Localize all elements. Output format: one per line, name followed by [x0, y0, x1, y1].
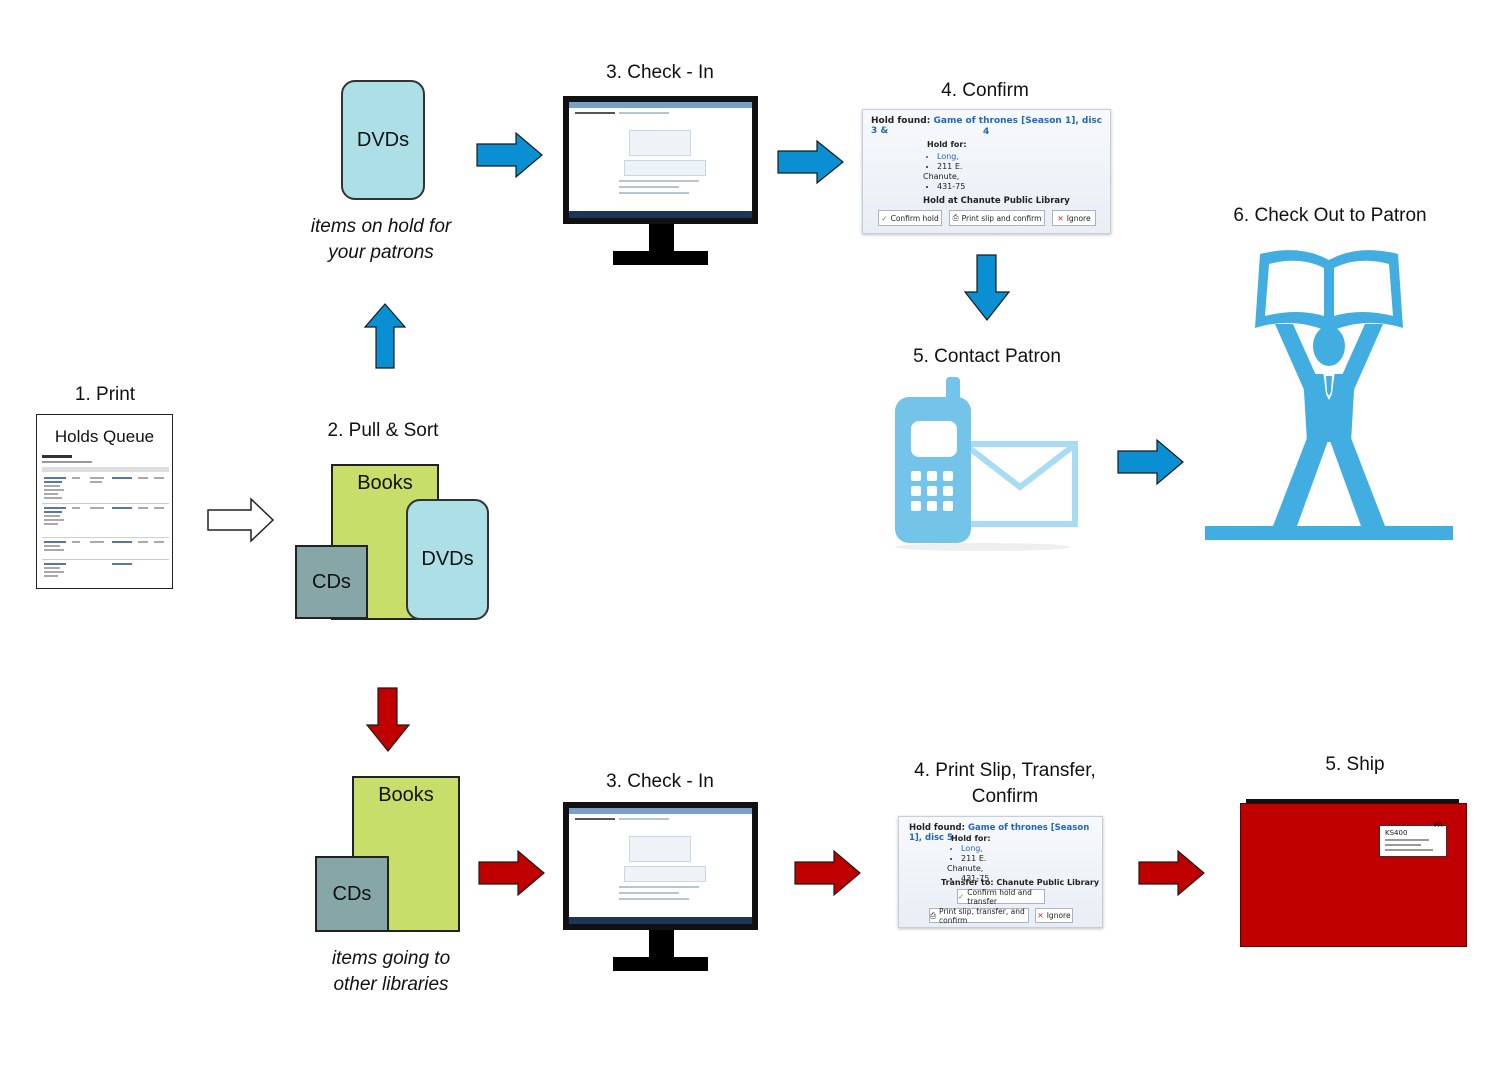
- print-slip-transfer-confirm-button[interactable]: ⎙Print slip, transfer, and confirm: [929, 907, 1029, 925]
- patron-address: 211 E.: [961, 854, 989, 864]
- bottom-checkin-monitor: [563, 802, 758, 974]
- ignore-button[interactable]: ✕Ignore: [1035, 908, 1073, 923]
- close-icon: ✕: [1057, 213, 1064, 223]
- top-step6-label: 6. Check Out to Patron: [1233, 205, 1427, 226]
- white-arrow-icon: [207, 497, 275, 543]
- red-right-arrow-icon: [1138, 849, 1205, 897]
- step1-label: 1. Print: [74, 384, 136, 405]
- transfer-hold-dialog: Hold found: Game of thrones [Season 1], …: [898, 816, 1103, 928]
- blue-up-arrow-icon: [363, 303, 407, 369]
- bottom-books-label: Books: [378, 784, 434, 806]
- patron-info-list: Long, 211 E. Chanute, 431-75: [923, 152, 965, 192]
- checkin-screen: [569, 102, 752, 218]
- checkin-screen: [569, 808, 752, 924]
- blue-right-arrow-icon: [1117, 438, 1184, 486]
- top-caption-line1: items on hold for: [310, 216, 452, 237]
- hold-found-label: Hold found:: [909, 823, 966, 833]
- confirm-hold-dialog: Hold found: Game of thrones [Season 1], …: [862, 109, 1111, 234]
- person-reading-icon: [1205, 250, 1453, 540]
- blue-right-arrow-icon: [777, 139, 844, 185]
- top-step4-label: 4. Confirm: [941, 80, 1029, 101]
- printer-icon: ⎙: [952, 213, 959, 222]
- patron-address: 211 E.: [937, 162, 965, 172]
- patron-phone: 431-75: [961, 874, 989, 884]
- phone-envelope-icon: [895, 377, 1078, 551]
- dvds-box: DVDs: [406, 499, 489, 620]
- dvds-box-label: DVDs: [421, 548, 474, 570]
- top-step5-label: 5. Contact Patron: [913, 346, 1061, 367]
- patron-name[interactable]: Long,: [937, 152, 965, 162]
- confirm-hold-button[interactable]: ✓Confirm hold: [878, 210, 942, 226]
- red-right-arrow-icon: [478, 849, 545, 897]
- shipping-tag: PA: [1434, 821, 1443, 829]
- check-icon: ✓: [881, 213, 888, 223]
- confirm-hold-transfer-button[interactable]: ✓Confirm hold and transfer: [957, 888, 1045, 906]
- top-dvds-box: DVDs: [341, 80, 425, 200]
- holds-queue-table-lines: [42, 455, 169, 577]
- bottom-step3-label: 3. Check - In: [606, 771, 714, 792]
- red-right-arrow-icon: [794, 849, 861, 897]
- hold-title-link[interactable]: Game of thrones [Season 1], disc 3 &: [871, 116, 1103, 136]
- step2-label: 2. Pull & Sort: [327, 420, 439, 441]
- shipping-code: KS400: [1385, 829, 1408, 837]
- blue-down-arrow-icon: [963, 254, 1011, 321]
- cds-box: CDs: [295, 545, 368, 619]
- bottom-cds-label: CDs: [332, 882, 372, 905]
- patron-city: Chanute,: [947, 864, 984, 873]
- bottom-step4-line1: 4. Print Slip, Transfer,: [914, 760, 1096, 781]
- top-checkin-monitor: [563, 96, 758, 268]
- holds-queue-title: Holds Queue: [54, 427, 155, 446]
- bottom-step4-label: 4. Print Slip, Transfer, Confirm: [880, 758, 1130, 810]
- bottom-step5-label: 5. Ship: [1325, 754, 1385, 775]
- transfer-to-label: Transfer to: Chanute Public Library: [941, 878, 1100, 887]
- hold-title-link[interactable]: Game of thrones [Season 1], disc 5: [909, 823, 1090, 843]
- hold-for-label: Hold for:: [951, 834, 991, 843]
- bottom-step4-line2: Confirm: [971, 786, 1039, 807]
- bottom-caption: items going to other libraries: [305, 946, 477, 998]
- patron-info-list: Long, 211 E. Chanute, 431-75: [947, 844, 989, 884]
- shipping-package: KS400 PA: [1240, 799, 1467, 947]
- patron-phone: 431-75: [937, 182, 965, 192]
- top-caption: items on hold for your patrons: [290, 214, 472, 266]
- bottom-caption-line2: other libraries: [333, 974, 449, 995]
- close-icon: ✕: [1037, 911, 1044, 920]
- print-slip-confirm-button[interactable]: ⎙Print slip and confirm: [949, 210, 1045, 226]
- hold-found-label: Hold found:: [871, 116, 931, 126]
- check-icon: ✓: [958, 892, 965, 901]
- cds-box-label: CDs: [312, 570, 351, 593]
- printer-icon: ⎙: [930, 910, 936, 920]
- top-caption-line2: your patrons: [328, 242, 434, 263]
- bottom-caption-line1: items going to: [331, 948, 451, 969]
- patron-name[interactable]: Long,: [961, 844, 989, 854]
- red-down-arrow-icon: [365, 687, 411, 752]
- blue-right-arrow-icon: [476, 131, 543, 179]
- hold-at-label: Hold at Chanute Public Library: [923, 196, 1070, 206]
- patron-city: Chanute,: [923, 172, 960, 181]
- ignore-button[interactable]: ✕Ignore: [1052, 210, 1096, 226]
- top-dvds-label: DVDs: [356, 128, 410, 151]
- hold-for-label: Hold for:: [927, 140, 967, 149]
- hold-title-link-cont: 4: [983, 127, 990, 137]
- holds-queue-document: Holds Queue: [36, 414, 173, 589]
- shipping-label: KS400: [1379, 825, 1447, 857]
- bottom-cds-box: CDs: [315, 856, 389, 932]
- top-step3-label: 3. Check - In: [606, 62, 714, 83]
- books-box-label: Books: [357, 472, 413, 494]
